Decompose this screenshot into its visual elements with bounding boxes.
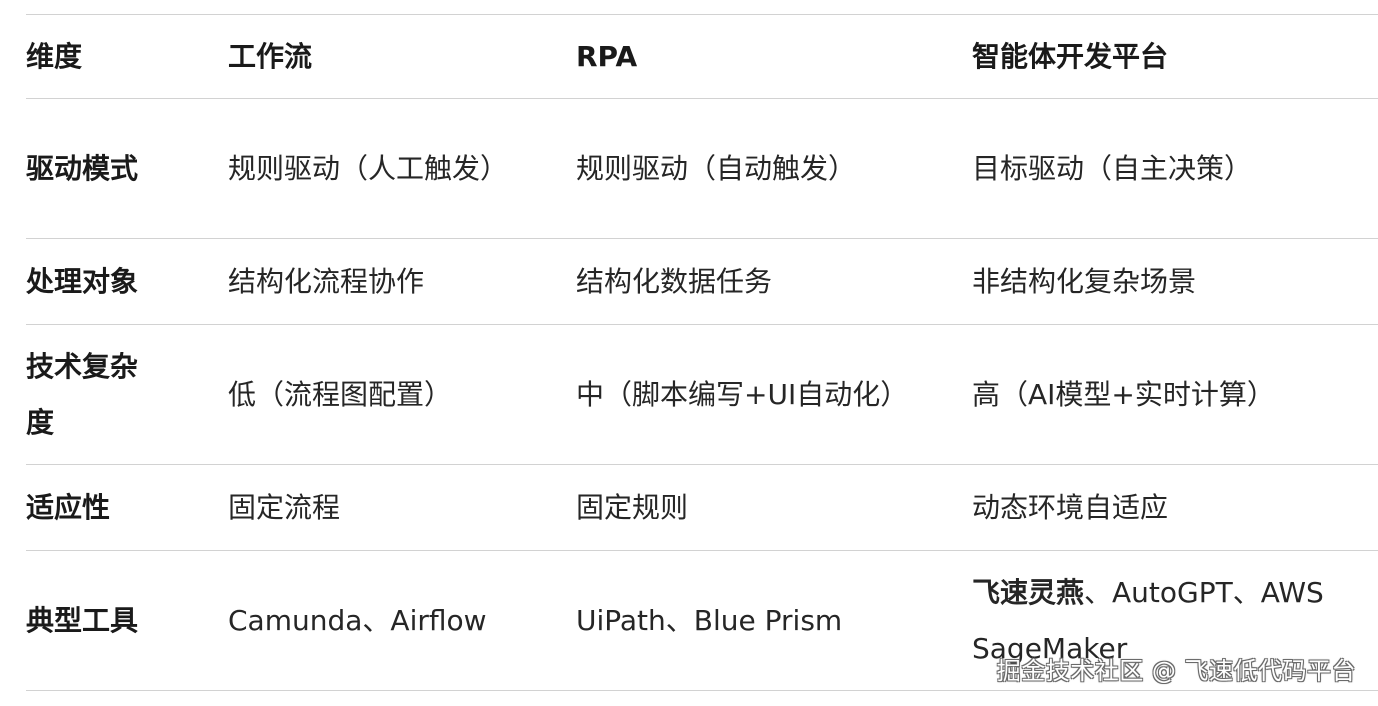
table-row: 处理对象 结构化流程协作 结构化数据任务 非结构化复杂场景 bbox=[26, 238, 1378, 325]
row-label-drive-mode: 驱动模式 bbox=[26, 151, 139, 185]
row-label-processing-object: 处理对象 bbox=[26, 264, 139, 298]
watermark-text: 掘金技术社区 @ 飞速低代码平台 bbox=[996, 657, 1356, 685]
header-workflow: 工作流 bbox=[228, 39, 313, 73]
table-row: 适应性 固定流程 固定规则 动态环境自适应 bbox=[26, 464, 1378, 551]
cell-workflow: 结构化流程协作 bbox=[228, 264, 425, 298]
brand-name-highlight: 飞速灵燕 bbox=[972, 575, 1085, 609]
cell-workflow: Camunda、Airflow bbox=[228, 603, 487, 637]
comparison-table: 维度 工作流 RPA 智能体开发平台 驱动模式 规则驱动（人工触发） 规则驱动（… bbox=[26, 14, 1378, 691]
header-dimension: 维度 bbox=[26, 39, 83, 73]
cell-agent: 高（AI模型+实时计算） bbox=[972, 377, 1275, 411]
cell-rpa: 中（脚本编写+UI自动化） bbox=[576, 377, 909, 411]
row-label-adaptability: 适应性 bbox=[26, 490, 111, 524]
table-row: 技术复杂度 低（流程图配置） 中（脚本编写+UI自动化） 高（AI模型+实时计算… bbox=[26, 324, 1378, 465]
cell-agent-tools: 、AutoGPT、AWS SageMaker bbox=[972, 575, 1324, 665]
header-agent-platform: 智能体开发平台 bbox=[972, 39, 1169, 73]
cell-workflow: 低（流程图配置） bbox=[228, 377, 453, 411]
cell-rpa: UiPath、Blue Prism bbox=[576, 603, 843, 637]
cell-agent: 动态环境自适应 bbox=[972, 490, 1169, 524]
cell-rpa: 结构化数据任务 bbox=[576, 264, 773, 298]
cell-workflow: 规则驱动（人工触发） bbox=[228, 151, 509, 185]
header-rpa: RPA bbox=[576, 39, 638, 73]
table-row: 典型工具 Camunda、Airflow UiPath、Blue Prism 飞… bbox=[26, 550, 1378, 691]
cell-rpa: 规则驱动（自动触发） bbox=[576, 151, 857, 185]
cell-agent: 非结构化复杂场景 bbox=[972, 264, 1197, 298]
cell-agent: 飞速灵燕、AutoGPT、AWS SageMaker bbox=[972, 551, 1378, 691]
cell-rpa: 固定规则 bbox=[576, 490, 689, 524]
table-header-row: 维度 工作流 RPA 智能体开发平台 bbox=[26, 14, 1378, 99]
row-label-typical-tools: 典型工具 bbox=[26, 603, 139, 637]
cell-agent: 目标驱动（自主决策） bbox=[972, 151, 1253, 185]
comparison-table-container: 维度 工作流 RPA 智能体开发平台 驱动模式 规则驱动（人工触发） 规则驱动（… bbox=[26, 14, 1378, 691]
table-row: 驱动模式 规则驱动（人工触发） 规则驱动（自动触发） 目标驱动（自主决策） bbox=[26, 98, 1378, 239]
row-label-tech-complexity: 技术复杂度 bbox=[26, 349, 139, 439]
cell-workflow: 固定流程 bbox=[228, 490, 341, 524]
